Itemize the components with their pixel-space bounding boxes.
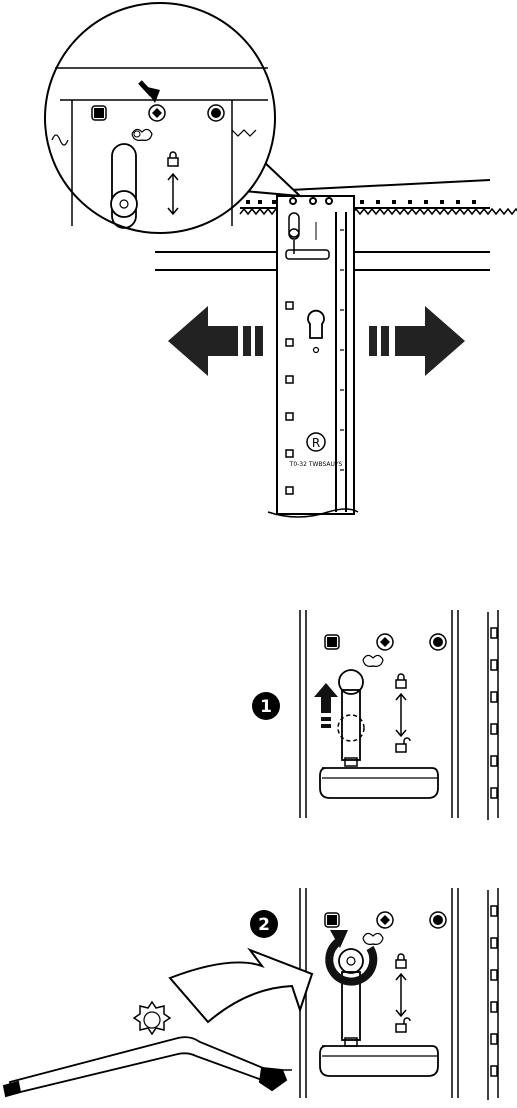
lock-open-icon — [396, 738, 410, 752]
step-1-badge: 1 — [252, 692, 280, 720]
curved-pointer-arrow — [170, 950, 312, 1022]
up-down-arrow-icon — [396, 974, 406, 1016]
registered-mark: R — [312, 436, 320, 450]
torx-bit-icon — [134, 1002, 170, 1034]
step-1-panel — [300, 610, 498, 820]
lock-closed-icon — [396, 954, 406, 968]
detail-callout — [45, 3, 300, 233]
step-2-number: 2 — [258, 915, 270, 935]
vertical-rail — [268, 196, 358, 517]
rail-label: T0-32 TWBSAUYS — [289, 461, 343, 468]
push-up-arrow-icon — [314, 683, 338, 728]
up-down-arrow-icon — [396, 694, 406, 736]
step-1-number: 1 — [260, 697, 272, 717]
lock-closed-icon — [396, 674, 406, 688]
step-2-badge: 2 — [250, 910, 278, 938]
torx-driver-tool — [4, 1037, 292, 1096]
overview-panel: R T0-32 TWBSAUYS — [45, 3, 517, 517]
lock-open-icon — [396, 1018, 410, 1032]
